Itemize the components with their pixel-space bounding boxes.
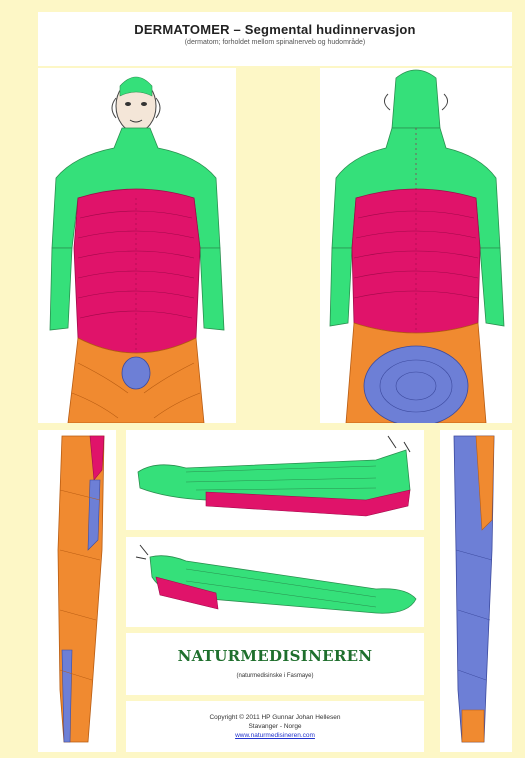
location-text: Stavanger - Norge — [126, 722, 424, 731]
foot-back-lumbar — [462, 710, 484, 742]
left-arm-stump — [50, 248, 72, 330]
brand-logo: NATURMEDISINEREN — [178, 647, 373, 665]
website-link[interactable]: www.naturmedisineren.com — [235, 732, 315, 739]
back-torso-figure — [320, 68, 512, 423]
thoracic-zone-back — [352, 189, 480, 333]
right-arm-stump — [200, 248, 224, 330]
arm-lower-cervical — [150, 556, 416, 614]
page-subtitle: (dermatom; forholdet mellom spinalnerveb… — [38, 39, 512, 46]
leg-back-figure — [440, 430, 512, 752]
sacral-zone-back — [364, 346, 468, 423]
sacral-zone-front — [122, 357, 150, 389]
logo-tagline: (naturmedisinske i Fasmaye) — [126, 672, 424, 681]
head-back-c2 — [392, 70, 440, 128]
right-leg-panel — [440, 430, 512, 752]
arm-panel-lower — [126, 537, 424, 627]
back-torso-panel — [320, 68, 512, 423]
leg-sacral-zone-upper — [88, 480, 100, 550]
logo-panel: NATURMEDISINEREN (naturmedisinske i Fasm… — [126, 633, 424, 695]
leg-side-figure — [38, 430, 116, 752]
leg-sacral-zone-lower — [62, 650, 72, 742]
front-torso-figure — [38, 68, 236, 423]
header-panel: DERMATOMER – Segmental hudinnervasjon (d… — [38, 12, 512, 66]
copyright-text: Copyright © 2011 HP Gunnar Johan Hellese… — [126, 713, 424, 722]
arm-panel-upper — [126, 430, 424, 530]
right-arm-back — [480, 248, 504, 326]
left-arm-back — [330, 248, 352, 326]
footer-panel: Copyright © 2011 HP Gunnar Johan Hellese… — [126, 701, 424, 752]
page-title: DERMATOMER – Segmental hudinnervasjon — [38, 22, 512, 37]
arm-figure-upper — [126, 430, 424, 530]
arm-figure-lower — [126, 537, 424, 627]
front-torso-panel — [38, 68, 236, 423]
left-leg-panel — [38, 430, 116, 752]
